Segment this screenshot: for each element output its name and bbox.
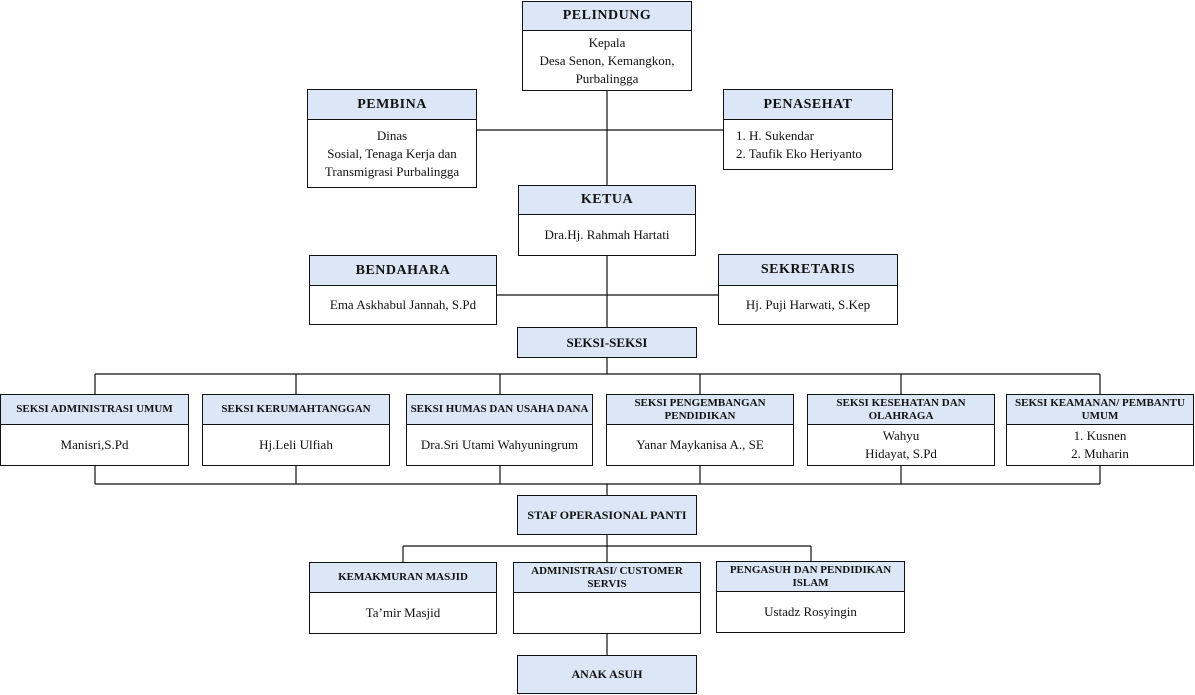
- pelindung-line: Kepala: [588, 34, 626, 50]
- pelindung-box: PELINDUNG Kepala Desa Senon, Kemangkon, …: [522, 1, 692, 91]
- seksi-title: SEKSI KESEHATAN DAN OLAHRAGA: [808, 395, 994, 425]
- pelindung-line: Desa Senon, Kemangkon,: [539, 52, 675, 68]
- seksi-line: Hj.Leli Ulfiah: [259, 437, 333, 452]
- seksi-title: SEKSI KEAMANAN/ PEMBANTU UMUM: [1007, 395, 1193, 425]
- bendahara-title: BENDAHARA: [310, 256, 496, 286]
- pembina-box: PEMBINA Dinas Sosial, Tenaga Kerja dan T…: [307, 89, 477, 188]
- unit-title: PENGASUH DAN PENDIDIKAN ISLAM: [717, 562, 904, 592]
- unit-administrasi-box: ADMINISTRASI/ CUSTOMER SERVIS: [513, 562, 701, 634]
- seksi-line: Hidayat, S.Pd: [865, 446, 937, 461]
- ketua-title: KETUA: [519, 186, 695, 215]
- pembina-line: Transmigrasi Purbalingga: [324, 163, 460, 179]
- seksi-kesehatan-box: SEKSI KESEHATAN DAN OLAHRAGA Wahyu Hiday…: [807, 394, 995, 466]
- penasehat-title: PENASEHAT: [724, 90, 892, 120]
- seksi-line: Dra.Sri Utami Wahyuningrum: [420, 437, 579, 452]
- pembina-line: Dinas: [376, 127, 408, 143]
- unit-pengasuh-box: PENGASUH DAN PENDIDIKAN ISLAM Ustadz Ros…: [716, 561, 905, 633]
- seksi-title: SEKSI PENGEMBANGAN PENDIDIKAN: [607, 395, 793, 425]
- unit-body: [514, 593, 700, 633]
- ketua-line: Dra.Hj. Rahmah Hartati: [544, 227, 670, 242]
- pembina-line: Sosial, Tenaga Kerja dan: [327, 145, 457, 161]
- seksi-administrasi-box: SEKSI ADMINISTRASI UMUM Manisri,S.Pd: [0, 394, 189, 466]
- penasehat-line: 1. H. Sukendar: [736, 127, 814, 143]
- sekretaris-line: Hj. Puji Harwati, S.Kep: [745, 297, 871, 312]
- unit-title: KEMAKMURAN MASJID: [310, 563, 496, 593]
- pembina-title: PEMBINA: [308, 90, 476, 120]
- seksi-seksi-title: SEKSI-SEKSI: [566, 334, 648, 350]
- penasehat-box: PENASEHAT 1. H. Sukendar 2. Taufik Eko H…: [723, 89, 893, 170]
- sekretaris-body: Hj. Puji Harwati, S.Kep: [719, 286, 897, 324]
- seksi-title: SEKSI KERUMAHTANGGAN: [203, 395, 389, 425]
- seksi-line: Yanar Maykanisa A., SE: [636, 437, 764, 452]
- anak-asuh-box: ANAK ASUH: [517, 655, 697, 694]
- unit-title: ADMINISTRASI/ CUSTOMER SERVIS: [514, 563, 700, 593]
- penasehat-line: 2. Taufik Eko Heriyanto: [736, 145, 862, 161]
- sekretaris-title: SEKRETARIS: [719, 255, 897, 286]
- seksi-body: Dra.Sri Utami Wahyuningrum: [407, 425, 592, 465]
- pelindung-line: Purbalingga: [575, 70, 639, 86]
- seksi-line: Wahyu: [882, 428, 920, 443]
- bendahara-body: Ema Askhabul Jannah, S.Pd: [310, 286, 496, 324]
- seksi-title: SEKSI HUMAS DAN USAHA DANA: [407, 395, 592, 425]
- pelindung-title: PELINDUNG: [523, 2, 691, 31]
- seksi-keamanan-box: SEKSI KEAMANAN/ PEMBANTU UMUM 1. Kusnen …: [1006, 394, 1194, 466]
- pembina-body: Dinas Sosial, Tenaga Kerja dan Transmigr…: [308, 120, 476, 187]
- ketua-body: Dra.Hj. Rahmah Hartati: [519, 215, 695, 255]
- seksi-title: SEKSI ADMINISTRASI UMUM: [1, 395, 188, 425]
- seksi-body: Wahyu Hidayat, S.Pd: [808, 425, 994, 465]
- staf-operasional-box: STAF OPERASIONAL PANTI: [517, 495, 697, 535]
- unit-line: Ta’mir Masjid: [365, 605, 441, 620]
- bendahara-line: Ema Askhabul Jannah, S.Pd: [329, 297, 477, 312]
- seksi-humas-box: SEKSI HUMAS DAN USAHA DANA Dra.Sri Utami…: [406, 394, 593, 466]
- seksi-kerumahtanggan-box: SEKSI KERUMAHTANGGAN Hj.Leli Ulfiah: [202, 394, 390, 466]
- pelindung-body: Kepala Desa Senon, Kemangkon, Purbalingg…: [523, 31, 691, 90]
- seksi-body: Yanar Maykanisa A., SE: [607, 425, 793, 465]
- seksi-line: Manisri,S.Pd: [60, 437, 129, 452]
- unit-body: Ta’mir Masjid: [310, 593, 496, 633]
- seksi-line: 1. Kusnen: [1073, 428, 1127, 443]
- seksi-pengembangan-box: SEKSI PENGEMBANGAN PENDIDIKAN Yanar Mayk…: [606, 394, 794, 466]
- seksi-body: Manisri,S.Pd: [1, 425, 188, 465]
- bendahara-box: BENDAHARA Ema Askhabul Jannah, S.Pd: [309, 255, 497, 325]
- seksi-line: 2. Muharin: [1071, 446, 1129, 461]
- ketua-box: KETUA Dra.Hj. Rahmah Hartati: [518, 185, 696, 256]
- seksi-body: 1. Kusnen 2. Muharin: [1007, 425, 1193, 465]
- staf-operasional-title: STAF OPERASIONAL PANTI: [527, 507, 687, 522]
- unit-body: Ustadz Rosyingin: [717, 592, 904, 632]
- seksi-body: Hj.Leli Ulfiah: [203, 425, 389, 465]
- seksi-seksi-box: SEKSI-SEKSI: [517, 327, 697, 358]
- unit-kemakmuran-box: KEMAKMURAN MASJID Ta’mir Masjid: [309, 562, 497, 634]
- unit-line: Ustadz Rosyingin: [764, 604, 857, 619]
- sekretaris-box: SEKRETARIS Hj. Puji Harwati, S.Kep: [718, 254, 898, 325]
- anak-asuh-title: ANAK ASUH: [571, 667, 643, 681]
- penasehat-body: 1. H. Sukendar 2. Taufik Eko Heriyanto: [724, 120, 892, 169]
